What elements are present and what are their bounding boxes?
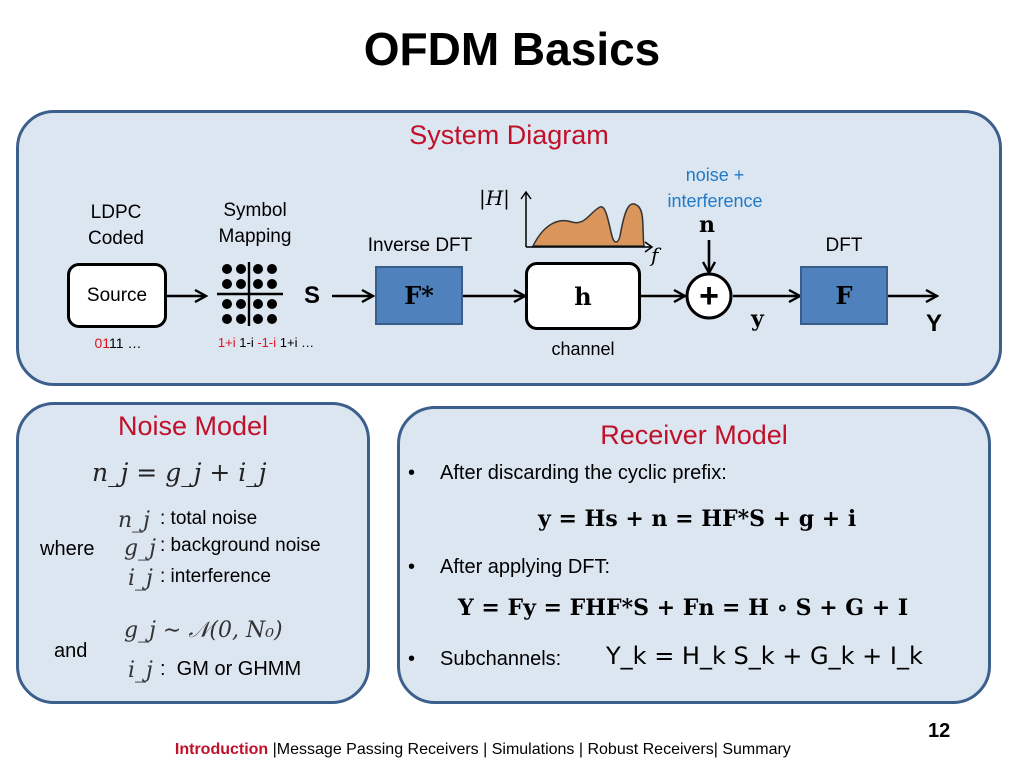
source-bits: 0111 … [60,335,176,351]
Y-output-label: Y [926,310,943,337]
channel-label: channel [551,339,615,359]
desc-background: : background noise [160,535,321,556]
footer-nav-active[interactable]: Introduction [174,741,269,758]
ldpc-label-line2: Coded [88,228,144,249]
source-bits-rest: 11 … [109,335,142,351]
bullet-3: • [408,648,416,670]
var-total: n_j [118,508,150,533]
var-interference-2: i_j [128,658,153,683]
source-bits-red: 01 [94,335,110,351]
receiver-equation-1: y = Hs + n = HF*S + g + i [538,506,857,532]
symbol-seq-1: 1+i [217,335,236,350]
s-label: S [304,282,321,309]
desc-interference: : interference [160,566,271,587]
ldpc-label-line1: LDPC [90,202,142,223]
adder-plus: + [699,277,719,315]
noise-line2: interference [667,191,763,211]
receiver-equation-2: Y = Fy = FHF*S + Fn = H ∘ S + G + I [458,595,909,621]
footer-nav: Introduction |Message Passing Receivers … [166,723,791,759]
symbol-label-line2: Mapping [218,226,292,247]
background-distribution: g_j ∼ 𝒩(0, N₀) [124,618,283,643]
bullet-2: • [408,556,416,578]
noise-line1: noise + [685,165,745,185]
dft-label: DFT [825,235,863,256]
noise-model-panel [16,402,370,704]
spectrum-f-axis-label: f [651,243,659,267]
source-block: Source [67,263,167,328]
noise-interference-label: noise + interference [650,162,780,214]
y-label: y [751,306,764,332]
ldpc-label: LDPC Coded [68,200,164,252]
var-interference: i_j [128,566,153,591]
spectrum-h-axis-label: |H| [479,186,510,210]
dft-symbol: F [835,281,853,310]
page-number: 12 [928,720,951,742]
noise-equation: n_j = g_j + i_j [92,458,267,487]
and-label: and [54,640,88,662]
symbol-sequence: 1+i 1-i -1-i 1+i … [196,335,336,350]
symbol-seq-4: 1+i … [279,335,315,350]
interference-model: : GM or GHMM [160,658,302,680]
inverse-dft-symbol: F* [404,281,434,310]
channel-block: h [525,262,641,330]
footer-nav-rest[interactable]: |Message Passing Receivers | Simulations… [268,741,791,758]
desc-total: : total noise [160,508,258,529]
bullet-1-text: After discarding the cyclic prefix: [440,462,727,484]
var-background: g_j [124,536,156,561]
symbol-seq-2: 1-i [239,335,254,350]
symbol-label-line1: Symbol [223,200,287,221]
symbol-seq-3: -1-i [257,335,277,350]
channel-symbol: h [574,281,592,311]
receiver-equation-3: Y_k = H_k S_k + G_k + I_k [606,642,923,670]
page-title: OFDM Basics [363,23,661,75]
bullet-2-text: After applying DFT: [440,556,611,578]
n-label: n [699,212,715,238]
receiver-model-panel [397,406,991,704]
noise-model-heading: Noise Model [117,411,269,441]
bullet-3-text: Subchannels: [440,648,562,670]
inverse-dft-block: F* [375,266,463,325]
where-label: where [40,538,95,560]
system-diagram-panel [16,110,1002,386]
dft-block: F [800,266,888,325]
symbol-mapping-label: Symbol Mapping [200,198,310,250]
source-label: Source [86,284,148,306]
inverse-dft-label: Inverse DFT [367,235,473,256]
bullet-1: • [408,462,416,484]
system-diagram-heading: System Diagram [409,120,609,150]
receiver-model-heading: Receiver Model [600,420,788,450]
